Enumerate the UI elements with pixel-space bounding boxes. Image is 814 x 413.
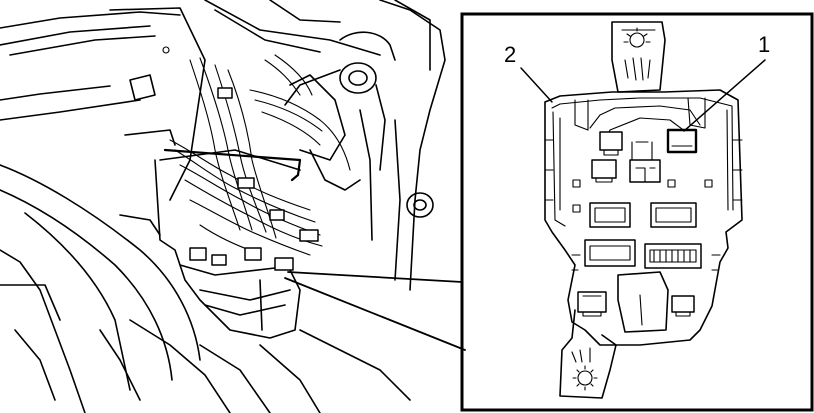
vehicle-context-illustration — [0, 0, 446, 413]
callout-label-2: 2 — [504, 42, 516, 67]
zoom-leader-lines — [284, 271, 466, 351]
zoom-inset — [460, 12, 814, 412]
callout-group: 1 2 — [504, 32, 770, 132]
callout-leader-2 — [520, 67, 553, 103]
callout-leader-1 — [683, 59, 766, 132]
junction-block-illustration — [544, 21, 743, 399]
callout-label-1: 1 — [758, 32, 770, 57]
